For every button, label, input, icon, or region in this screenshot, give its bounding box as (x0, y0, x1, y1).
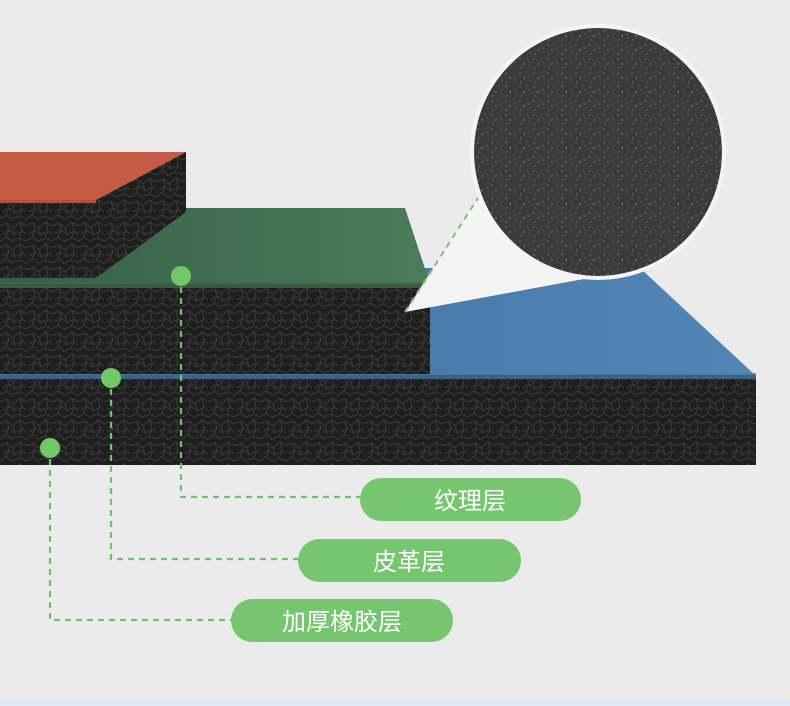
texture-layer-label: 纹理层 (360, 478, 581, 521)
top-slab (0, 152, 186, 278)
red-top-surface (0, 152, 186, 200)
top-rubber-side (0, 152, 186, 278)
leader-leather (109, 378, 300, 561)
leather-marker-dot (101, 368, 121, 388)
leader-rubber (48, 448, 232, 622)
rubber-layer-text: 加厚橡胶层 (282, 608, 402, 636)
bottom-rubber-side (0, 375, 756, 465)
rubber-layer-label: 加厚橡胶层 (231, 599, 453, 642)
middle-rubber-side (0, 284, 430, 374)
leather-layer-label: 皮革层 (298, 539, 521, 582)
leather-layer-text: 皮革层 (373, 548, 445, 576)
leader-texture (179, 276, 362, 499)
texture-marker-dot (171, 266, 191, 286)
leader-lines (48, 276, 362, 622)
rubber-marker-dot (40, 438, 60, 458)
texture-layer-text: 纹理层 (434, 487, 506, 515)
bottom-strip (0, 700, 790, 706)
texture-magnifier-circle (404, 24, 726, 313)
